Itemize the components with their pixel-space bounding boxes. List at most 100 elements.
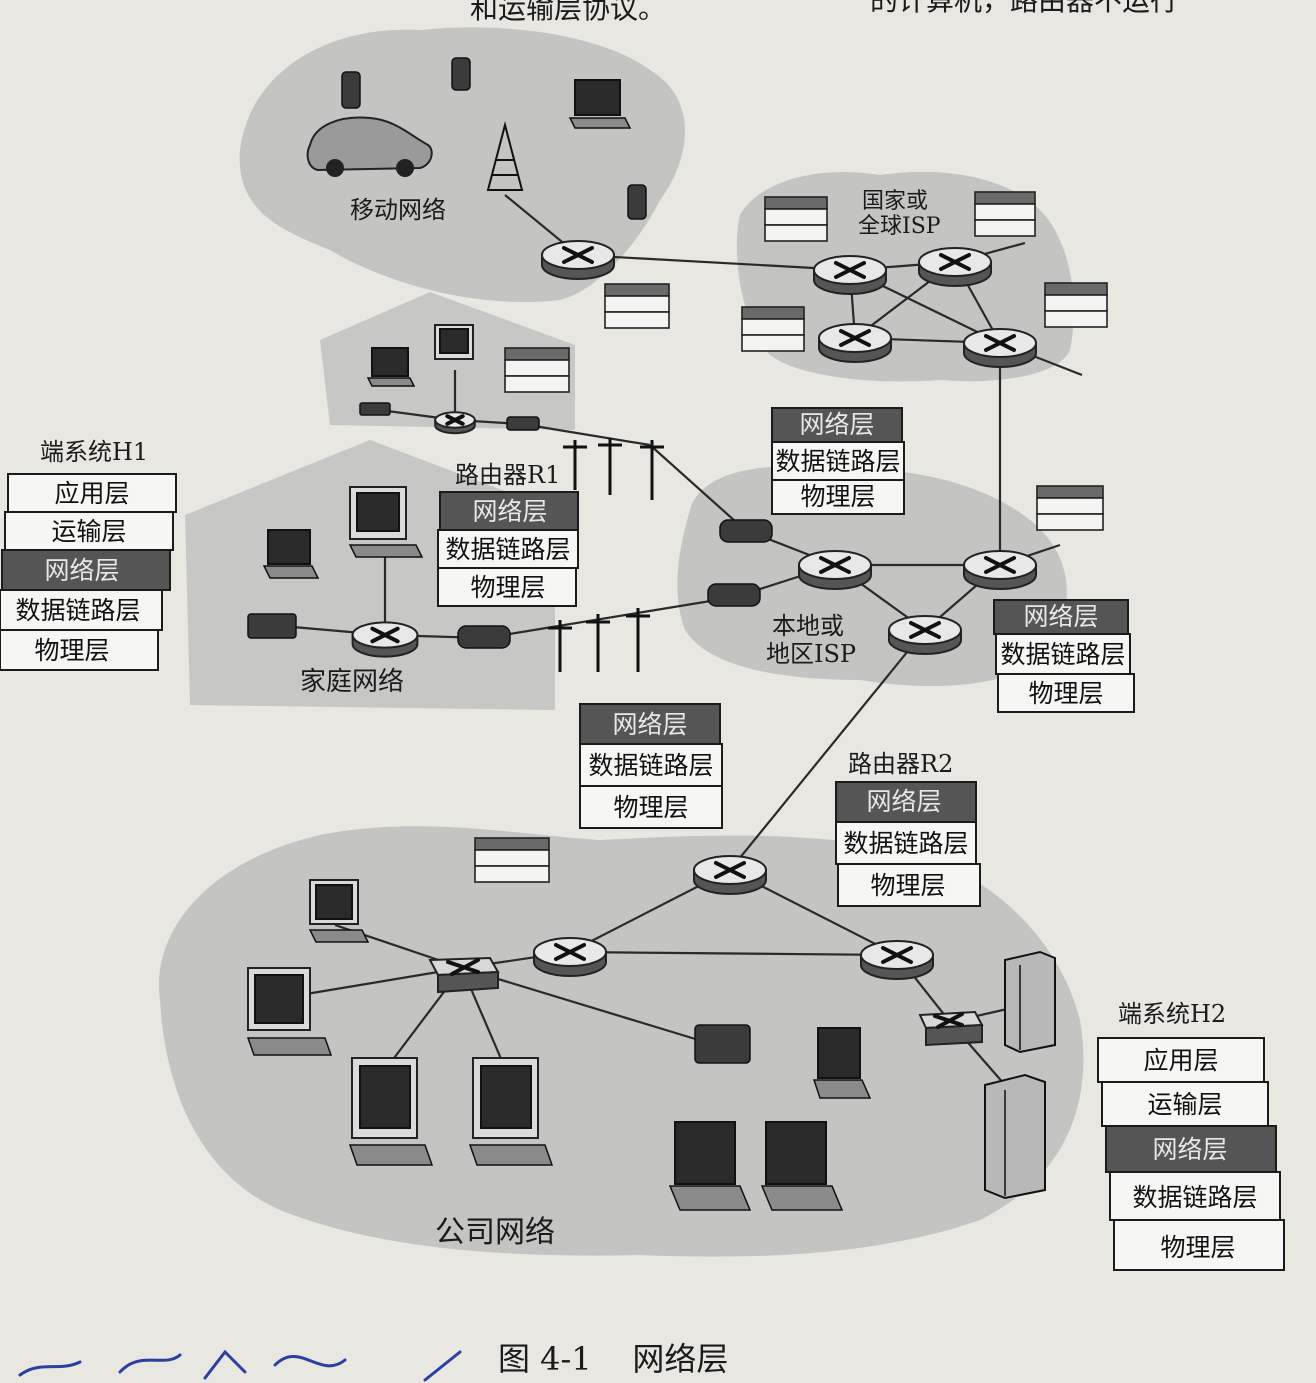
protocol-stack-icon [741, 306, 805, 352]
access-physical-layer: 物理层 [613, 793, 688, 822]
wireless-access-point-icon [694, 1024, 751, 1064]
handwritten-scribble [18, 1349, 462, 1382]
h1-network-layer: 网络层 [44, 556, 119, 585]
h1-physical-layer: 物理层 [34, 636, 109, 665]
desktop-computer-icon [308, 879, 370, 943]
header-fragment-right: 的计算机，路由器不运行 [870, 0, 1178, 17]
h2-datalink-layer: 数据链路层 [1132, 1183, 1257, 1212]
global-isp-label-line2: 全球ISP [858, 214, 941, 239]
isp-network-layer: 网络层 [799, 410, 874, 439]
routers-group [351, 240, 1037, 980]
access-router-protocol-stack: 网络层 数据链路层 物理层 [579, 703, 723, 829]
local-isp-router-protocol-stack: 网络层 数据链路层 物理层 [993, 599, 1135, 713]
laptop-icon [262, 529, 320, 579]
modem-icon [707, 583, 761, 607]
h1-label: 端系统H1 [40, 438, 148, 466]
r1-datalink-layer: 数据链路层 [445, 535, 570, 564]
modem-icon [719, 519, 773, 543]
router-icon [798, 550, 872, 590]
h2-network-layer: 网络层 [1152, 1135, 1227, 1164]
r1-protocol-stack: 网络层 数据链路层 物理层 [437, 491, 579, 607]
h2-application-layer: 应用层 [1143, 1046, 1218, 1075]
upper-home-building [320, 292, 575, 430]
home-network-label: 家庭网络 [300, 667, 404, 697]
desktop-computer-icon [348, 1057, 434, 1166]
local-isp-cloud [677, 466, 1067, 686]
router-icon [541, 240, 615, 280]
laptop-icon [568, 79, 632, 129]
router-icon [918, 247, 992, 287]
utility-poles-lower [548, 608, 650, 672]
local-isp-physical-layer: 物理层 [1028, 679, 1103, 708]
switch-icon [428, 956, 500, 994]
mini-stacks-group [474, 191, 1108, 883]
h2-transport-layer: 运输层 [1147, 1090, 1222, 1119]
h2-protocol-stack: 应用层 运输层 网络层 数据链路层 物理层 [1097, 1037, 1285, 1271]
h1-datalink-layer: 数据链路层 [15, 596, 140, 625]
protocol-stack-icon [504, 347, 570, 393]
h2-label: 端系统H2 [1118, 1000, 1226, 1028]
global-isp-label-line1: 国家或 [862, 189, 928, 214]
router-icon [351, 621, 419, 658]
figure-caption: 图 4-1 网络层 [498, 1340, 728, 1378]
isp-physical-layer: 物理层 [800, 482, 875, 511]
r2-physical-layer: 物理层 [870, 871, 945, 900]
local-isp-datalink-layer: 数据链路层 [1000, 640, 1125, 669]
r1-network-layer: 网络层 [472, 497, 547, 526]
h2-physical-layer: 物理层 [1160, 1233, 1235, 1262]
h1-application-layer: 应用层 [54, 479, 129, 508]
router-icon [963, 328, 1037, 368]
laptop-icon [668, 1121, 752, 1211]
router-icon [813, 255, 887, 295]
access-network-layer: 网络层 [612, 710, 687, 739]
modem-icon [506, 416, 540, 431]
r2-datalink-layer: 数据链路层 [843, 829, 968, 858]
protocol-stack-icon [1044, 282, 1108, 328]
router-icon [818, 323, 892, 363]
router-icon [860, 940, 934, 980]
switch-icon [918, 1010, 984, 1047]
mobile-network-label: 移动网络 [350, 196, 446, 224]
modem-icon [457, 625, 511, 649]
router-icon [434, 411, 476, 435]
r2-protocol-stack: 网络层 数据链路层 物理层 [835, 781, 981, 907]
router-icon [963, 550, 1037, 590]
h1-transport-layer: 运输层 [51, 517, 126, 546]
local-isp-label-line2: 地区ISP [766, 640, 856, 668]
enterprise-network-label: 公司网络 [435, 1215, 555, 1250]
desktop-computer-icon [348, 486, 424, 558]
access-datalink-layer: 数据链路层 [588, 751, 713, 780]
protocol-stack-icon [1036, 485, 1104, 531]
wireless-access-point-icon [359, 402, 391, 416]
laptop-icon [366, 347, 416, 387]
isp-router-protocol-stack: 网络层 数据链路层 物理层 [771, 407, 905, 515]
router-icon [533, 937, 607, 977]
router-icon [888, 615, 962, 655]
isp-datalink-layer: 数据链路层 [775, 447, 900, 476]
laptop-icon [812, 1027, 872, 1099]
smartphone-icon [627, 184, 647, 220]
server-icon [1004, 950, 1056, 1054]
protocol-stack-icon [474, 837, 550, 883]
desktop-computer-icon [468, 1057, 554, 1166]
router-icon [693, 855, 767, 895]
laptop-icon [760, 1121, 844, 1211]
desktop-computer-icon [434, 324, 474, 360]
server-icon [984, 1073, 1046, 1200]
h1-protocol-stack: 应用层 运输层 网络层 数据链路层 物理层 [0, 473, 177, 671]
local-isp-label-line1: 本地或 [772, 612, 844, 640]
protocol-stack-icon [604, 283, 670, 329]
local-isp-network-layer: 网络层 [1023, 602, 1098, 631]
cell-tower-icon [486, 121, 524, 191]
smartphone-icon [341, 71, 361, 109]
protocol-stack-icon [764, 196, 828, 242]
protocol-stack-icon [974, 191, 1036, 237]
r2-label: 路由器R2 [848, 750, 953, 778]
smartphone-icon [451, 57, 471, 91]
header-fragment-left: 和运输层协议。 [470, 0, 666, 25]
desktop-computer-icon [246, 967, 333, 1056]
wireless-access-point-icon [247, 613, 297, 639]
r2-network-layer: 网络层 [866, 787, 941, 816]
utility-poles-upper [563, 438, 664, 500]
